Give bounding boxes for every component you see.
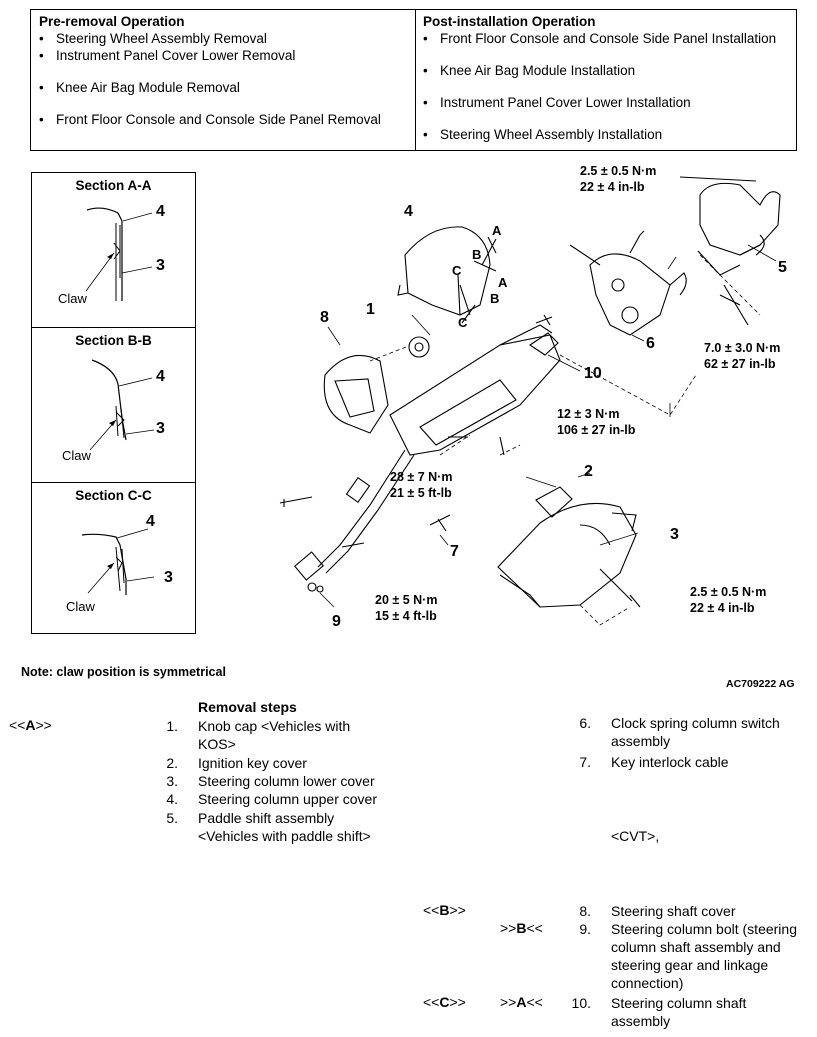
claw-note: Note: claw position is symmetrical (21, 665, 226, 679)
callout-10: 10 (584, 365, 602, 382)
post-installation-item: •Instrument Panel Cover Lower Installati… (423, 95, 691, 110)
steering-column-illustration (279, 176, 781, 626)
section-views: Section A-A 4 3 Claw Section B-B 4 3 Cla… (31, 172, 196, 634)
install-point-b: >>B<< (500, 920, 543, 936)
view-mark-c: C (452, 263, 462, 278)
section-label-4: 4 (156, 368, 165, 385)
section-title: Section C-C (75, 488, 152, 503)
view-mark-b: B (472, 247, 482, 262)
bullet-icon: • (39, 80, 44, 95)
post-installation-item: •Front Floor Console and Console Side Pa… (423, 31, 777, 46)
section-a-a: Section A-A 4 3 Claw (32, 173, 195, 327)
pre-removal-header: Pre-removal Operation (39, 14, 185, 29)
service-point-a: <<A>> (9, 717, 52, 733)
section-label-3: 3 (164, 569, 173, 586)
pre-removal-item: •Steering Wheel Assembly Removal (39, 31, 267, 46)
view-mark-c: C (458, 315, 468, 330)
bullet-icon: • (39, 31, 44, 46)
callout-5: 5 (778, 259, 787, 276)
view-mark-a: A (492, 223, 502, 238)
bullet-icon: • (423, 31, 428, 46)
claw-label: Claw (66, 599, 95, 614)
post-installation-header: Post-installation Operation (423, 14, 596, 29)
callout-1: 1 (366, 301, 375, 318)
removal-steps-title: Removal steps (198, 699, 297, 715)
callout-4: 4 (404, 203, 413, 220)
section-title: Section A-A (75, 178, 152, 193)
callout-3: 3 (670, 526, 679, 543)
section-title: Section B-B (75, 333, 152, 348)
section-label-3: 3 (156, 257, 165, 274)
cvt-note: <CVT>, (611, 828, 660, 844)
claw-label: Claw (62, 448, 91, 463)
post-installation-item: •Steering Wheel Assembly Installation (423, 127, 663, 142)
pre-removal-column: Pre-removal Operation •Steering Wheel As… (31, 10, 416, 150)
callout-6: 6 (646, 335, 655, 352)
bullet-icon: • (39, 48, 44, 63)
claw-label: Claw (58, 291, 87, 306)
view-mark-a: A (498, 275, 508, 290)
section-a-a-drawing (85, 207, 153, 301)
callout-8: 8 (320, 309, 329, 326)
bullet-icon: • (39, 112, 44, 127)
section-b-b-drawing (89, 359, 155, 451)
bullet-icon: • (423, 127, 428, 142)
post-installation-column: Post-installation Operation •Front Floor… (415, 10, 796, 150)
callout-2: 2 (584, 463, 593, 480)
install-point-a: >>A<< (500, 994, 543, 1010)
section-c-c: Section C-C 4 3 Claw (32, 482, 195, 634)
section-b-b: Section B-B 4 3 Claw (32, 327, 195, 483)
post-installation-item: •Knee Air Bag Module Installation (423, 63, 636, 78)
service-point-b: <<B>> (423, 902, 466, 918)
view-mark-b: B (490, 291, 500, 306)
section-label-4: 4 (146, 513, 155, 530)
operation-table: Pre-removal Operation •Steering Wheel As… (30, 9, 797, 151)
pre-removal-item: •Instrument Panel Cover Lower Removal (39, 48, 296, 63)
pre-removal-item: •Knee Air Bag Module Removal (39, 80, 240, 95)
service-point-c: <<C>> (423, 994, 466, 1010)
section-label-3: 3 (156, 420, 165, 437)
callout-7: 7 (450, 543, 459, 560)
section-label-4: 4 (156, 203, 165, 220)
figure-id: AC709222 AG (726, 678, 795, 690)
section-c-c-drawing (81, 528, 155, 595)
pre-removal-item: •Front Floor Console and Console Side Pa… (39, 112, 381, 127)
callout-9: 9 (332, 613, 341, 630)
bullet-icon: • (423, 95, 428, 110)
bullet-icon: • (423, 63, 428, 78)
exploded-diagram: 1 2 3 4 5 6 7 8 9 10 A B C A B C 2.5 ± 0… (200, 164, 817, 640)
